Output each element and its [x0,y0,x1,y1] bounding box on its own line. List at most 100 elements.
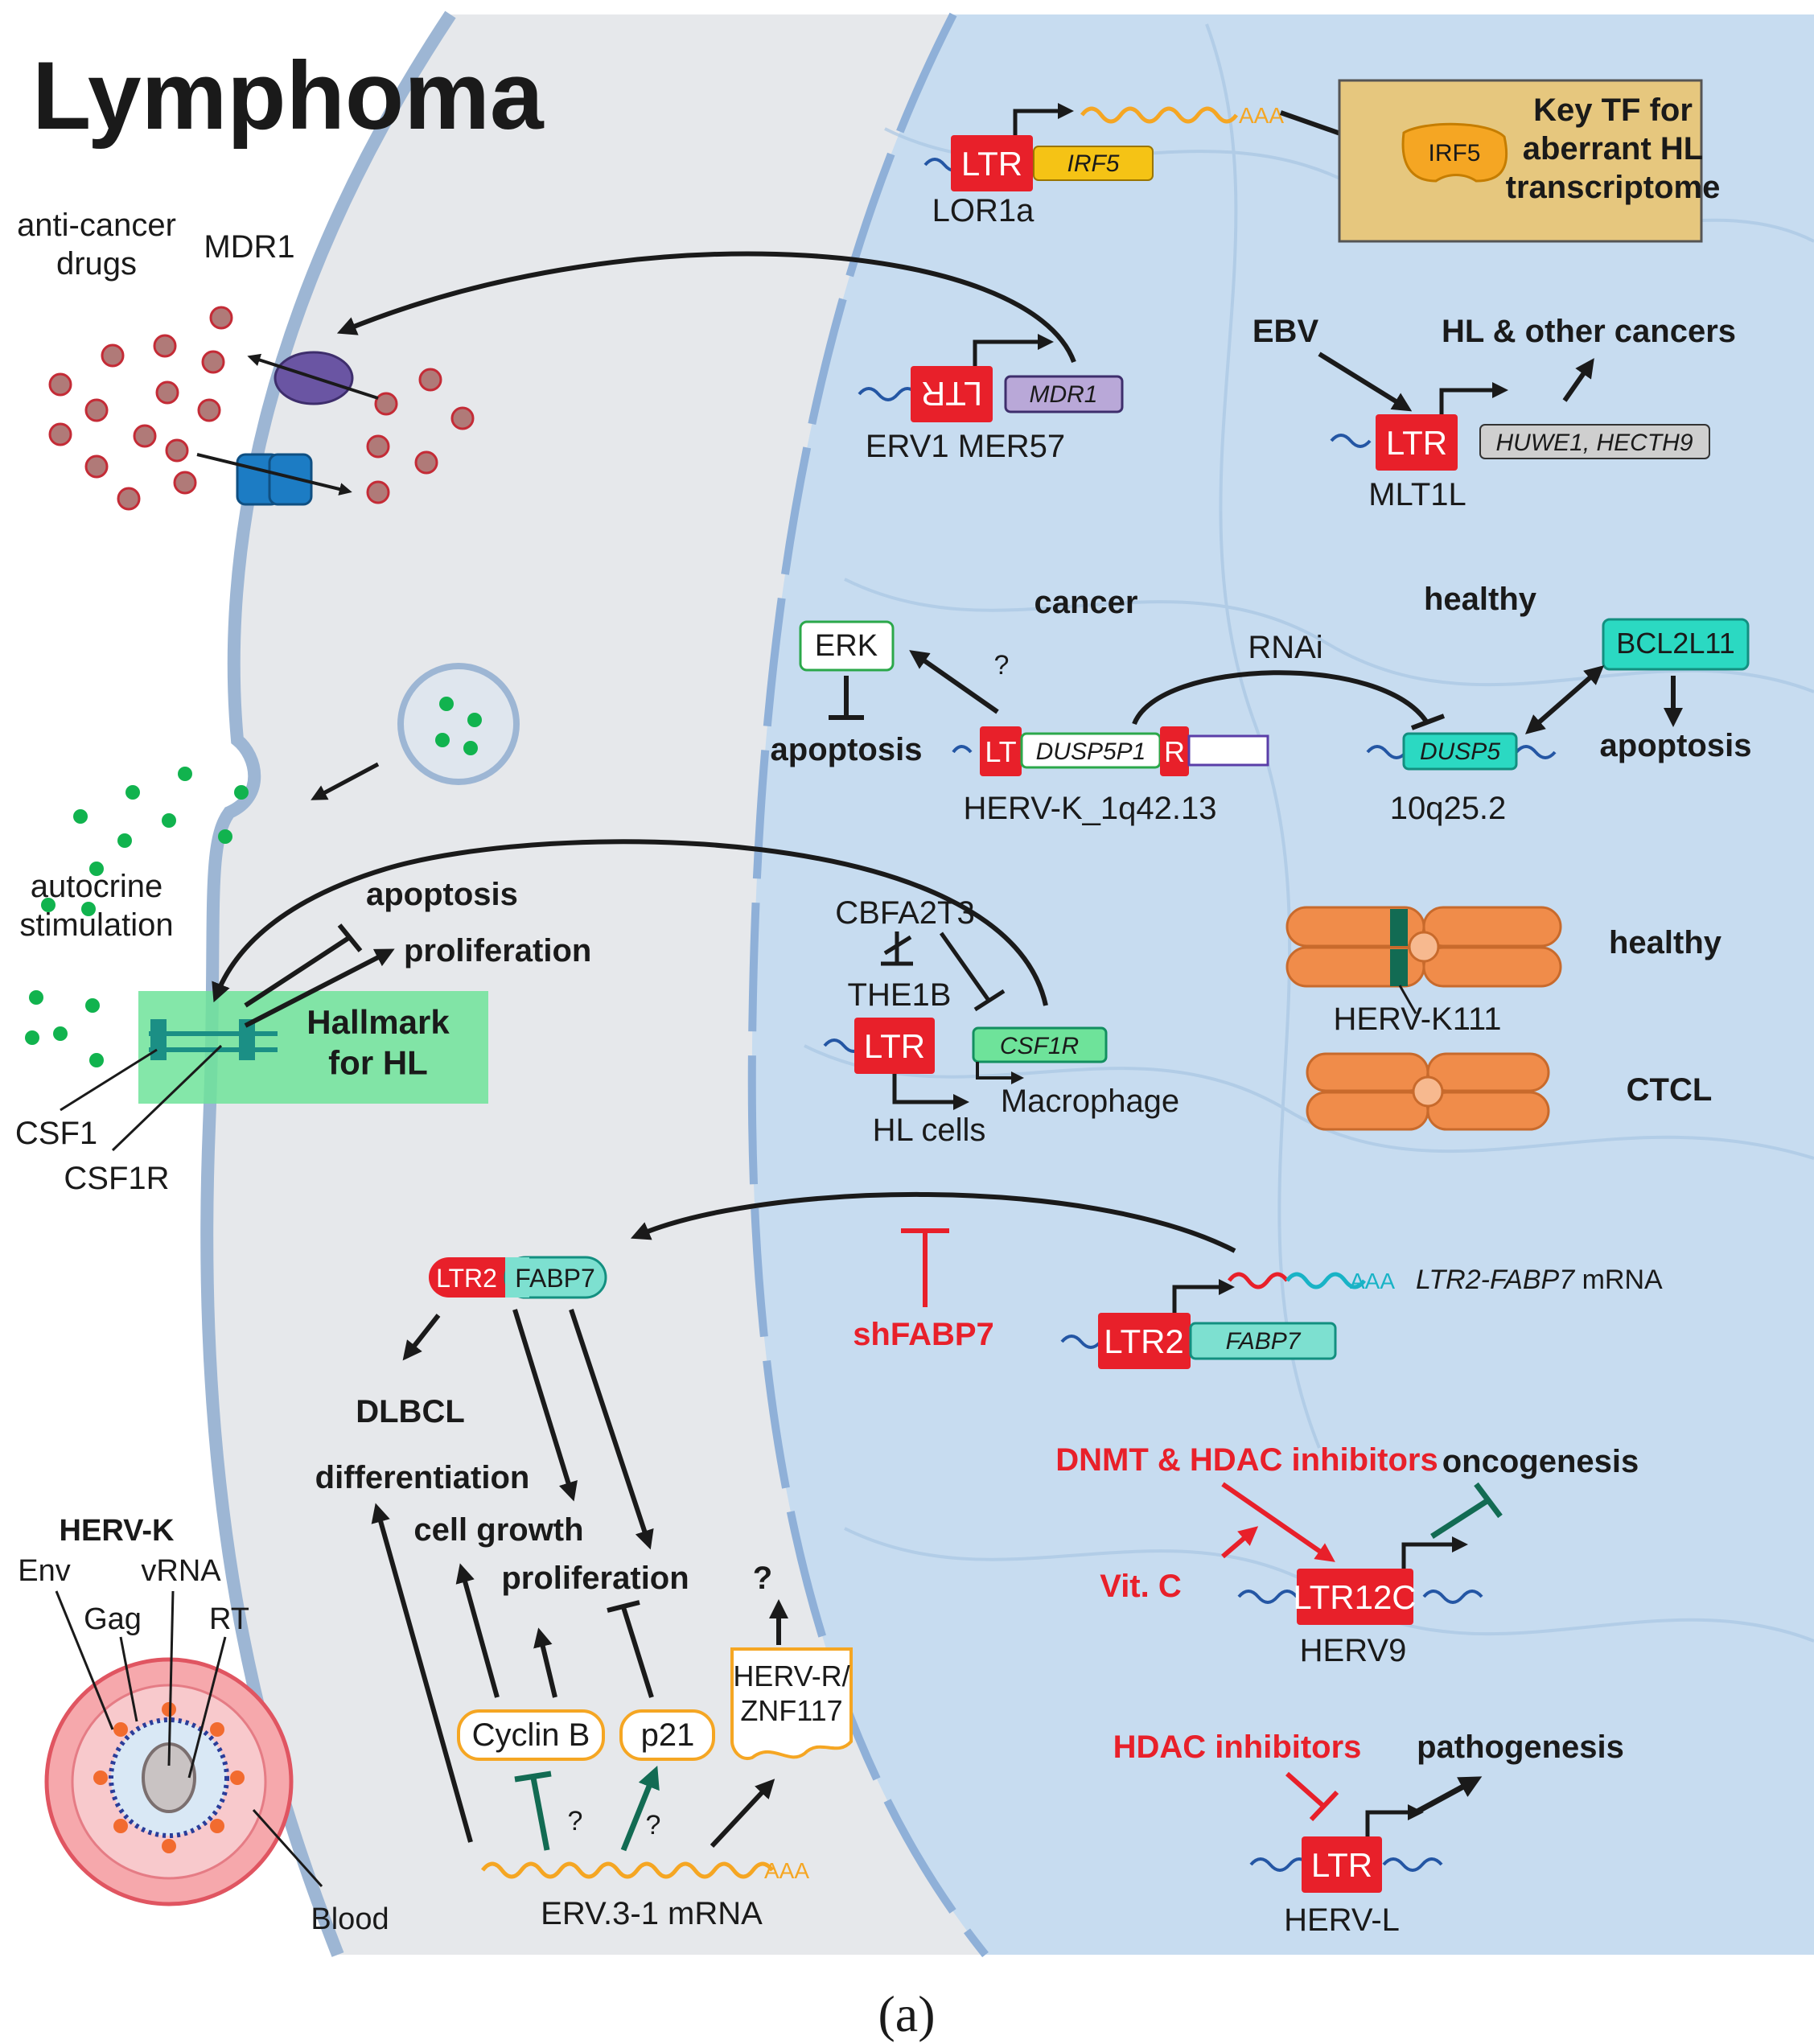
ctcl-label: CTCL [1627,1072,1713,1108]
ltr12c-label: LTR12C [1293,1578,1416,1616]
cancer-label: cancer [1035,585,1138,620]
cyclin-prolif-arrow [533,1627,557,1698]
dna-hervl [1249,1857,1443,1872]
herv-k-lt-label: LT [985,735,1016,768]
mer57-name: ERV1 MER57 [866,429,1065,464]
oncogenesis-inhibit-bar [1474,1482,1503,1519]
the1b-ltr [854,1018,935,1074]
dusp5-label: DUSP5 [1420,738,1500,765]
cbfa2t3-csf1r-bar [973,989,1006,1012]
herv-k-downstream [1187,734,1269,767]
dnmt-label: DNMT & HDAC inhibitors [1055,1442,1438,1478]
herv9-label: HERV9 [1300,1633,1407,1668]
chromosome-healthy [1285,906,1562,988]
ltr2-promoter [1172,1279,1235,1313]
hervl-ltr [1302,1836,1382,1893]
irf5-protein [1401,122,1508,183]
irf5-protein-label: IRF5 [1428,140,1480,167]
herv-r-arrow [710,1779,775,1849]
exocytosis-arrow [311,762,380,800]
healthy-label: healthy [1424,582,1537,617]
bcl2l11-label: BCL2L11 [1616,627,1734,660]
blood-pointer [252,1808,323,1888]
erv-aaa: AAA [764,1858,809,1883]
herv-k111-label: HERV-K111 [1333,1001,1501,1037]
cyclin-b-box [457,1709,605,1761]
ltr2-fabp7-protein: LTR2 FABP7 [429,1256,607,1299]
hdac-inhibit-bar [1309,1790,1339,1822]
dna-mer57 [858,387,919,401]
csf1r-label: CSF1R [64,1161,169,1196]
cell-growth-label: cell growth [413,1512,583,1548]
csf1r-gene-label: CSF1R [1000,1033,1079,1059]
figure-caption: (a) [878,1985,935,2042]
the1b-label: THE1B [848,977,952,1013]
bcl2l11-box [1602,618,1750,671]
vitc-label: Vit. C [1100,1569,1182,1604]
drug-particles [48,306,475,511]
healthy2-label: healthy [1609,925,1722,960]
blood-label: Blood [311,1902,389,1936]
key-tf-box [1338,79,1703,243]
rnai-label: RNAi [1248,630,1322,665]
apoptosis-inhibition [244,935,352,1008]
fabp7-translation-arrow [630,1192,1236,1253]
mlt1l-name: MLT1L [1368,477,1466,512]
differentiation-label: differentiation [315,1460,530,1495]
cyclin-inhibit [530,1777,550,1851]
lor1a-gene-label: IRF5 [1067,150,1119,177]
dna-dusp5 [1366,745,1557,759]
lor1a-promoter [1013,103,1074,135]
ltr2-aaa: AAA [1350,1269,1395,1293]
hervl-ltr-label: LTR [1311,1846,1372,1884]
ltr2-mrna-red [1228,1272,1289,1289]
p21-box [619,1709,715,1761]
hl-cells-label: HL cells [873,1112,986,1148]
dusp5-gene [1402,732,1518,771]
vrna-label: vRNA [141,1554,221,1588]
rt-pointer [187,1636,227,1779]
erk-arrow [909,650,999,714]
apoptosis-right-label: apoptosis [1600,728,1752,763]
pathogenesis-arrow [1414,1776,1483,1816]
oncogenesis-label: oncogenesis [1442,1444,1639,1479]
macrophage-promoter [976,1062,1024,1084]
drug-efflux-arrow [247,353,379,400]
ltr2-mrna-label: LTR2-FABP7 mRNA [1416,1265,1663,1295]
dna-ltr2 [1060,1335,1102,1349]
herv-k-r [1160,726,1189,776]
diff-arrow [371,1503,473,1843]
erv-mrna-wave [481,1861,774,1879]
macrophage-label: Macrophage [1001,1084,1179,1119]
herv-r-label: HERV-R/ZNF117 [733,1659,849,1727]
lor1a-aaa: AAA [1239,103,1284,128]
herv-k-gene-label: DUSP5P1 [1036,738,1146,765]
vesicle [397,663,520,785]
dnmt-arrow [1221,1482,1335,1562]
dlbcl-arrow [402,1314,441,1361]
hervl-label: HERV-L [1284,1902,1400,1938]
csf1r-expression-arrow [212,839,1048,1006]
mdr1-label: MDR1 [204,229,294,265]
oncogenesis-inhibit [1430,1498,1490,1539]
lor1a-ltr-label: LTR [961,145,1022,183]
gag-pointer [119,1636,138,1722]
mlt1l-ltr [1376,414,1458,471]
dlbcl-label: DLBCL [356,1394,465,1429]
hervl-promoter [1365,1804,1424,1836]
shfabp7-label: shFABP7 [853,1317,994,1352]
cbfa2t3-the1b-strike [883,935,912,956]
pathogenesis-label: pathogenesis [1417,1729,1624,1765]
hl-cancers-label: HL & other cancers [1442,314,1736,349]
svg-text:FABP7: FABP7 [515,1264,595,1293]
ltr2-gene [1189,1322,1337,1360]
gag-label: Gag [84,1602,142,1636]
mlt1l-ltr-label: LTR [1386,424,1447,462]
growth-arrow [512,1309,578,1502]
hdac-inhibit [1285,1771,1325,1808]
apoptosis-left-label: apoptosis [771,732,923,767]
